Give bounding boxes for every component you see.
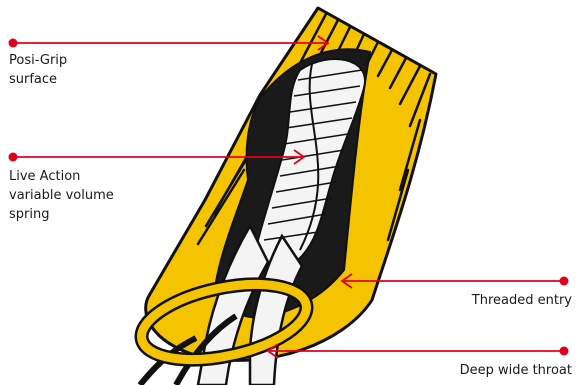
wire-connector-illustration [135,8,436,385]
label-line: spring [9,205,114,224]
label-posi-grip-surface: Posi-Grip surface [9,51,67,89]
label-deep-wide-throat: Deep wide throat [460,361,572,380]
label-line: Threaded entry [472,291,572,310]
label-line: Deep wide throat [460,361,572,380]
label-threaded-entry: Threaded entry [472,291,572,310]
label-line: variable volume [9,186,114,205]
label-line: Live Action [9,167,114,186]
label-live-action-spring: Live Action variable volume spring [9,167,114,224]
label-line: Posi-Grip [9,51,67,70]
label-line: surface [9,70,67,89]
callout-posi-grip [9,36,329,50]
